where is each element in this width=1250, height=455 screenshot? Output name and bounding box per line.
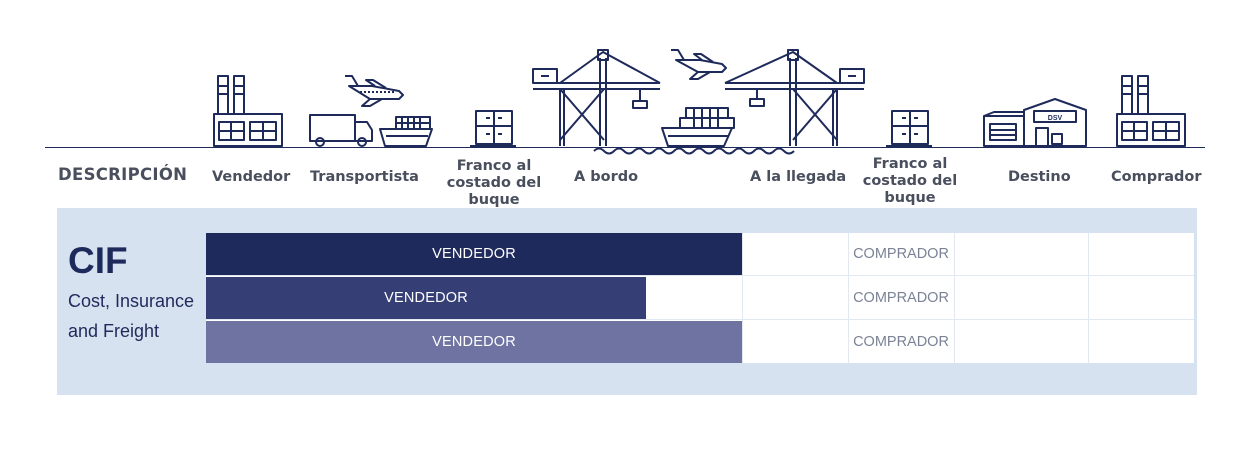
stage-label-fas-origen: Franco al costado del buque — [446, 158, 542, 208]
incoterm-name: Cost, Insurance and Freight — [68, 291, 195, 341]
buyer-cell: COMPRADOR — [853, 246, 949, 262]
stage-label-a-bordo: A bordo — [574, 169, 639, 185]
seller-label: VENDEDOR — [384, 290, 468, 306]
seller-label: VENDEDOR — [432, 334, 516, 350]
seller-bar: VENDEDOR — [206, 277, 646, 319]
column-divider — [954, 233, 955, 363]
stage-label-destino: Destino — [1008, 169, 1071, 185]
container-ship-icon — [661, 107, 735, 147]
stage-label-vendedor: Vendedor — [212, 169, 291, 185]
row-divider — [206, 319, 1194, 320]
column-divider — [848, 233, 849, 363]
table-row: VENDEDOR COMPRADOR — [206, 233, 1194, 275]
crate-stack-icon — [886, 110, 932, 147]
seller-bar: VENDEDOR — [206, 233, 742, 275]
truck-icon — [309, 114, 373, 147]
row-divider — [206, 275, 1194, 276]
factory-icon — [1116, 75, 1186, 147]
crate-stack-icon — [470, 110, 516, 147]
timeline-axis — [45, 147, 1205, 148]
stage-label-fas-destino: Franco al costado del buque — [862, 156, 958, 206]
buyer-cell: COMPRADOR — [853, 290, 949, 306]
description-heading: DESCRIPCIÓN — [58, 165, 188, 184]
cargo-ship-icon — [379, 116, 433, 147]
seller-bar: VENDEDOR — [206, 321, 742, 363]
airplane-icon — [345, 75, 404, 107]
port-crane-icon — [724, 49, 865, 146]
responsibility-table: VENDEDOR COMPRADOR VENDEDOR COMPRADOR VE… — [206, 233, 1194, 363]
table-row: VENDEDOR COMPRADOR — [206, 277, 1194, 319]
warehouse-sign: DSV — [1048, 115, 1063, 122]
airplane-icon — [671, 49, 727, 80]
stage-label-a-la-llegada: A la llegada — [750, 169, 847, 185]
seller-label: VENDEDOR — [432, 246, 516, 262]
stage-label-transportista: Transportista — [310, 169, 419, 185]
stage-label-comprador: Comprador — [1111, 169, 1202, 185]
logistics-illustration: DSV — [213, 49, 1186, 155]
column-divider — [1088, 233, 1089, 363]
column-divider — [742, 233, 743, 363]
factory-icon — [213, 75, 283, 147]
table-row: VENDEDOR COMPRADOR — [206, 321, 1194, 363]
incoterm-code: CIF — [68, 240, 128, 281]
buyer-cell: COMPRADOR — [853, 334, 949, 350]
warehouse-icon — [983, 98, 1087, 147]
water-waves — [593, 147, 795, 155]
port-crane-icon — [532, 49, 661, 146]
